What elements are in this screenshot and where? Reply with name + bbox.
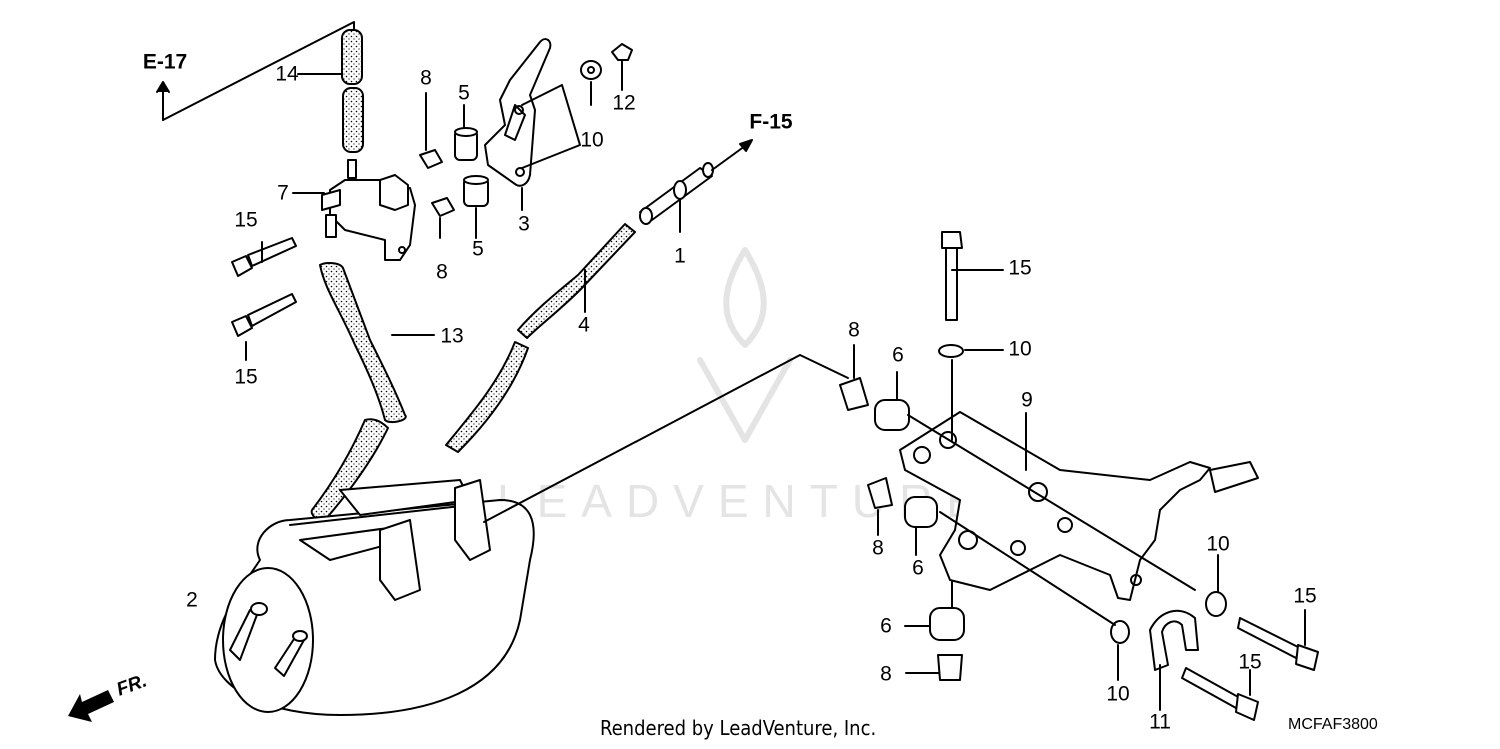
callout-15-right-bottom: 15: [1238, 650, 1262, 674]
callout-1: 1: [674, 244, 686, 268]
part-12-nut: [611, 43, 633, 61]
part-1-connector: [639, 162, 714, 225]
part-13-hose: [319, 262, 407, 424]
callout-13: 13: [440, 324, 464, 348]
callout-12: 12: [612, 91, 636, 115]
part-5-grommets: [454, 127, 489, 207]
callout-8-right-top: 8: [848, 318, 860, 342]
callout-11: 11: [1149, 710, 1171, 734]
part-10-washers-right: [938, 344, 1227, 644]
diagram-code: MCFAF3800: [1288, 716, 1378, 733]
callout-6-middle: 6: [912, 556, 924, 580]
callout-8-mid: 8: [436, 260, 448, 284]
callout-10-top: 10: [580, 128, 604, 152]
part-15-bolts-left: [231, 237, 297, 337]
part-10-washer-top: [580, 60, 602, 80]
callout-6-bottom: 6: [880, 614, 892, 638]
callout-5-top: 5: [458, 81, 470, 105]
part-4-hose: [517, 223, 636, 339]
fr-arrow-icon: [68, 690, 114, 722]
part-4-hose-lower: [445, 341, 529, 453]
callout-7: 7: [277, 181, 289, 205]
callout-5-bottom: 5: [472, 237, 484, 261]
callout-15-left-top: 15: [234, 208, 258, 232]
watermark-logo: [697, 247, 793, 443]
part-6-grommets: [874, 399, 965, 641]
part-7-purge-valve: [321, 159, 416, 261]
part-8-collars-top: [419, 149, 455, 217]
callout-9: 9: [1021, 388, 1033, 412]
part-15-bolts-right: [941, 231, 1319, 721]
callout-4: 4: [578, 313, 590, 337]
watermark-text: LEADVENTURE: [497, 475, 991, 527]
callout-8-right-mid: 8: [872, 536, 884, 560]
part-8-collars-right: [839, 377, 963, 681]
part-2-canister: [214, 479, 535, 716]
callout-2: 2: [186, 588, 198, 612]
part-11-clamp: [1149, 609, 1199, 671]
callout-15-left-bottom: 15: [234, 365, 258, 389]
callout-15-right-top: 15: [1008, 256, 1032, 280]
callout-14: 14: [275, 62, 299, 86]
callout-15-right-mid: 15: [1293, 584, 1317, 608]
part-14-hose: [341, 29, 364, 153]
e17-reference-line: [156, 21, 355, 121]
ref-f15: F-15: [749, 110, 793, 134]
render-credit: Rendered by LeadVenture, Inc.: [600, 716, 877, 740]
part-3-bracket: [484, 38, 552, 187]
ref-e17: E-17: [142, 50, 188, 74]
callout-10-right-top: 10: [1008, 337, 1032, 361]
callout-10-right-bottom: 10: [1106, 682, 1130, 706]
callout-3: 3: [518, 212, 530, 236]
callout-10-right-mid: 10: [1206, 532, 1230, 556]
callout-8-top: 8: [420, 66, 432, 90]
callout-6-top: 6: [892, 343, 904, 367]
callout-8-right-bottom: 8: [880, 662, 892, 686]
